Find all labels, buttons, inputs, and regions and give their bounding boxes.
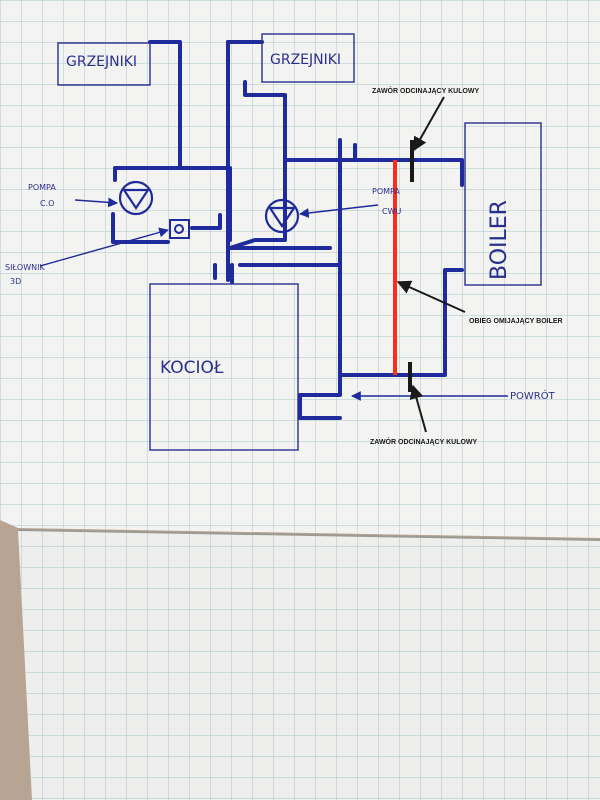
kociol-box [149, 283, 299, 451]
grzejniki-left-label: GRZEJNIKI [66, 54, 137, 70]
powrot-label: POWRÓT [510, 389, 556, 402]
grzejniki-right-label: GRZEJNIKI [270, 52, 341, 68]
notebook-bottom-page [17, 529, 600, 800]
silownik-label-2: 3D [10, 277, 21, 286]
silownik-label-1: SIŁOWNIK [5, 263, 45, 272]
pompa-co-label-2: C.O [40, 199, 54, 208]
zawor-bottom-label: ZAWÓR ODCINAJĄCY KULOWY [370, 437, 478, 446]
pompa-cwu-label-1: POMPA [372, 187, 400, 196]
pipes [111, 40, 464, 420]
zawor-top-label: ZAWÓR ODCINAJĄCY KULOWY [372, 86, 480, 95]
pompa-cwu-label-2: CWU [382, 207, 401, 216]
pompa-co-label-1: POMPA [28, 183, 56, 192]
grzejniki-left-box [57, 42, 151, 86]
obieg-label: OBIEG OMIJAJĄCY BOILER [469, 318, 563, 325]
boiler-label: BOILER [487, 200, 512, 280]
silownik-icon [169, 219, 190, 239]
pompa-co-icon [118, 180, 154, 216]
pompa-cwu-icon [264, 198, 300, 234]
grzejniki-right-box [261, 33, 355, 83]
kociol-label: KOCIOŁ [160, 358, 224, 378]
boiler-box [464, 122, 542, 286]
annotation-arrows [39, 96, 508, 433]
